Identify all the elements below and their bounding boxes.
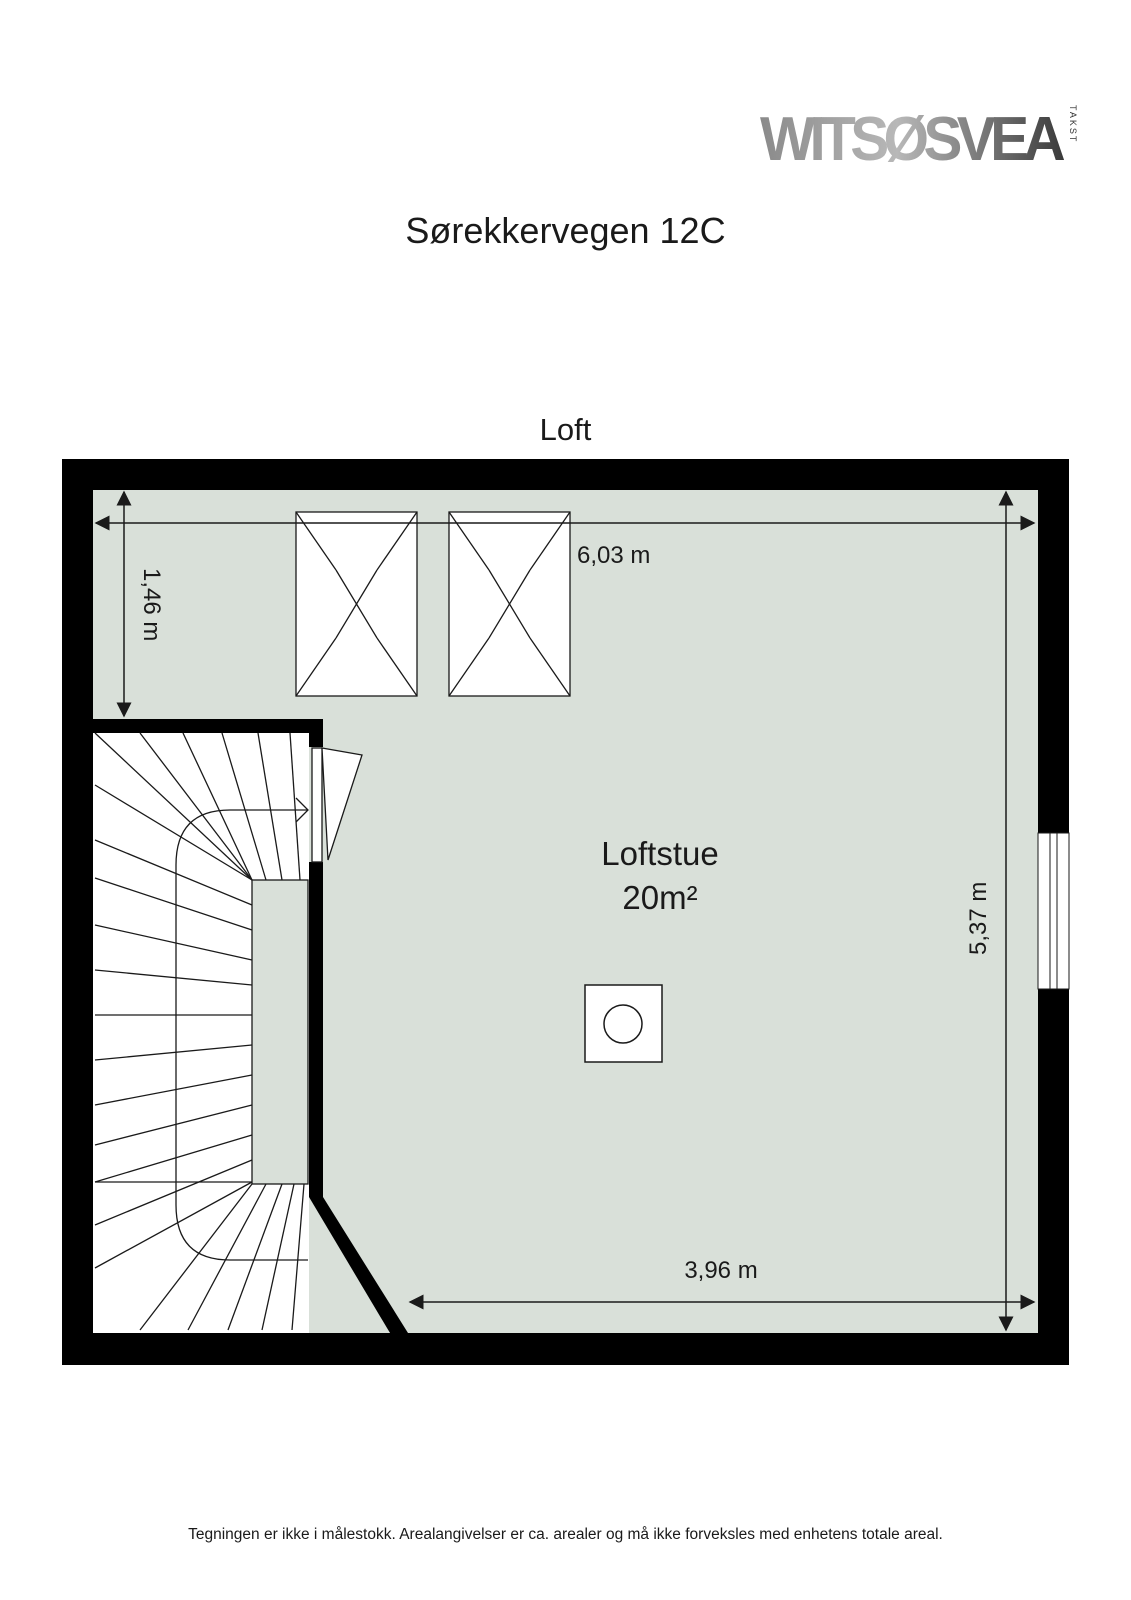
window — [1037, 832, 1070, 990]
dimension-bottom-width: 3,96 m — [684, 1257, 757, 1284]
logo-subtext: TAKST — [1068, 105, 1078, 143]
room-name: Loftstue — [601, 835, 718, 872]
dimension-right-height: 5,37 m — [965, 882, 992, 955]
dimension-left-height: 1,46 m — [138, 568, 165, 641]
chimney — [584, 984, 663, 1063]
door — [311, 747, 363, 863]
disclaimer: Tegningen er ikke i målestokk. Arealangi… — [188, 1526, 943, 1543]
logo-text: WITSØSVEA — [760, 105, 1065, 170]
skylight — [295, 511, 418, 697]
staircase — [94, 732, 309, 1331]
witsosvea-logo: WITSØSVEA TAKST — [760, 105, 1078, 170]
skylight — [448, 511, 571, 697]
property-address: Sørekkervegen 12C — [405, 210, 726, 251]
floor-label: Loft — [539, 412, 592, 447]
room-area: 20m² — [622, 879, 697, 916]
dimension-lines — [94, 490, 1036, 1332]
dimension-top-width: 6,03 m — [577, 542, 650, 569]
